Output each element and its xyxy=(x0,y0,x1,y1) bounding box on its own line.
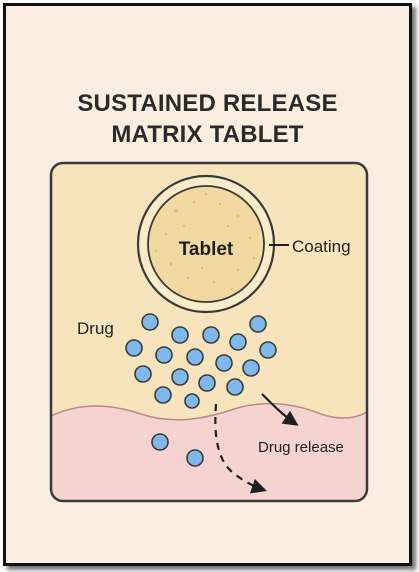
tablet-core xyxy=(147,185,265,303)
drug-particle xyxy=(151,433,169,451)
drug-particle xyxy=(242,359,260,377)
drug-particle xyxy=(155,346,173,364)
drug-particle xyxy=(134,365,152,383)
matrix-tablet-diagram: Tablet Coating Drug xyxy=(49,161,369,503)
diagram-panel xyxy=(51,163,367,501)
drug-release-label: Drug release xyxy=(258,439,344,456)
tablet-speckles xyxy=(154,192,256,293)
drug-particle xyxy=(249,315,267,333)
drug-particle xyxy=(215,354,233,372)
drug-particle xyxy=(141,313,159,331)
tablet-label: Tablet xyxy=(179,239,234,260)
drug-label: Drug xyxy=(77,319,114,338)
drug-particle xyxy=(186,348,204,366)
tissue-region xyxy=(51,402,367,501)
drug-particle xyxy=(125,339,143,357)
drug-particle xyxy=(171,326,189,344)
release-arrow-dashed xyxy=(214,403,267,494)
poster-frame: SUSTAINED RELEASE MATRIX TABLET xyxy=(3,3,412,566)
title-line-1: SUSTAINED RELEASE xyxy=(77,90,338,117)
drug-particle xyxy=(259,341,277,359)
drug-particle xyxy=(229,333,247,351)
panel-border xyxy=(49,161,369,503)
tablet: Tablet xyxy=(136,174,276,314)
drug-particle xyxy=(184,393,200,409)
release-arrow-solid xyxy=(261,393,299,426)
drug-particle xyxy=(226,378,244,396)
coating-label: Coating xyxy=(292,237,351,256)
drug-particle xyxy=(186,449,204,467)
drug-particles xyxy=(125,313,277,467)
drug-particle xyxy=(171,368,189,386)
drug-particle xyxy=(198,374,216,392)
drug-particle xyxy=(154,386,172,404)
drug-particle xyxy=(202,326,220,344)
title-line-2: MATRIX TABLET xyxy=(111,121,304,148)
